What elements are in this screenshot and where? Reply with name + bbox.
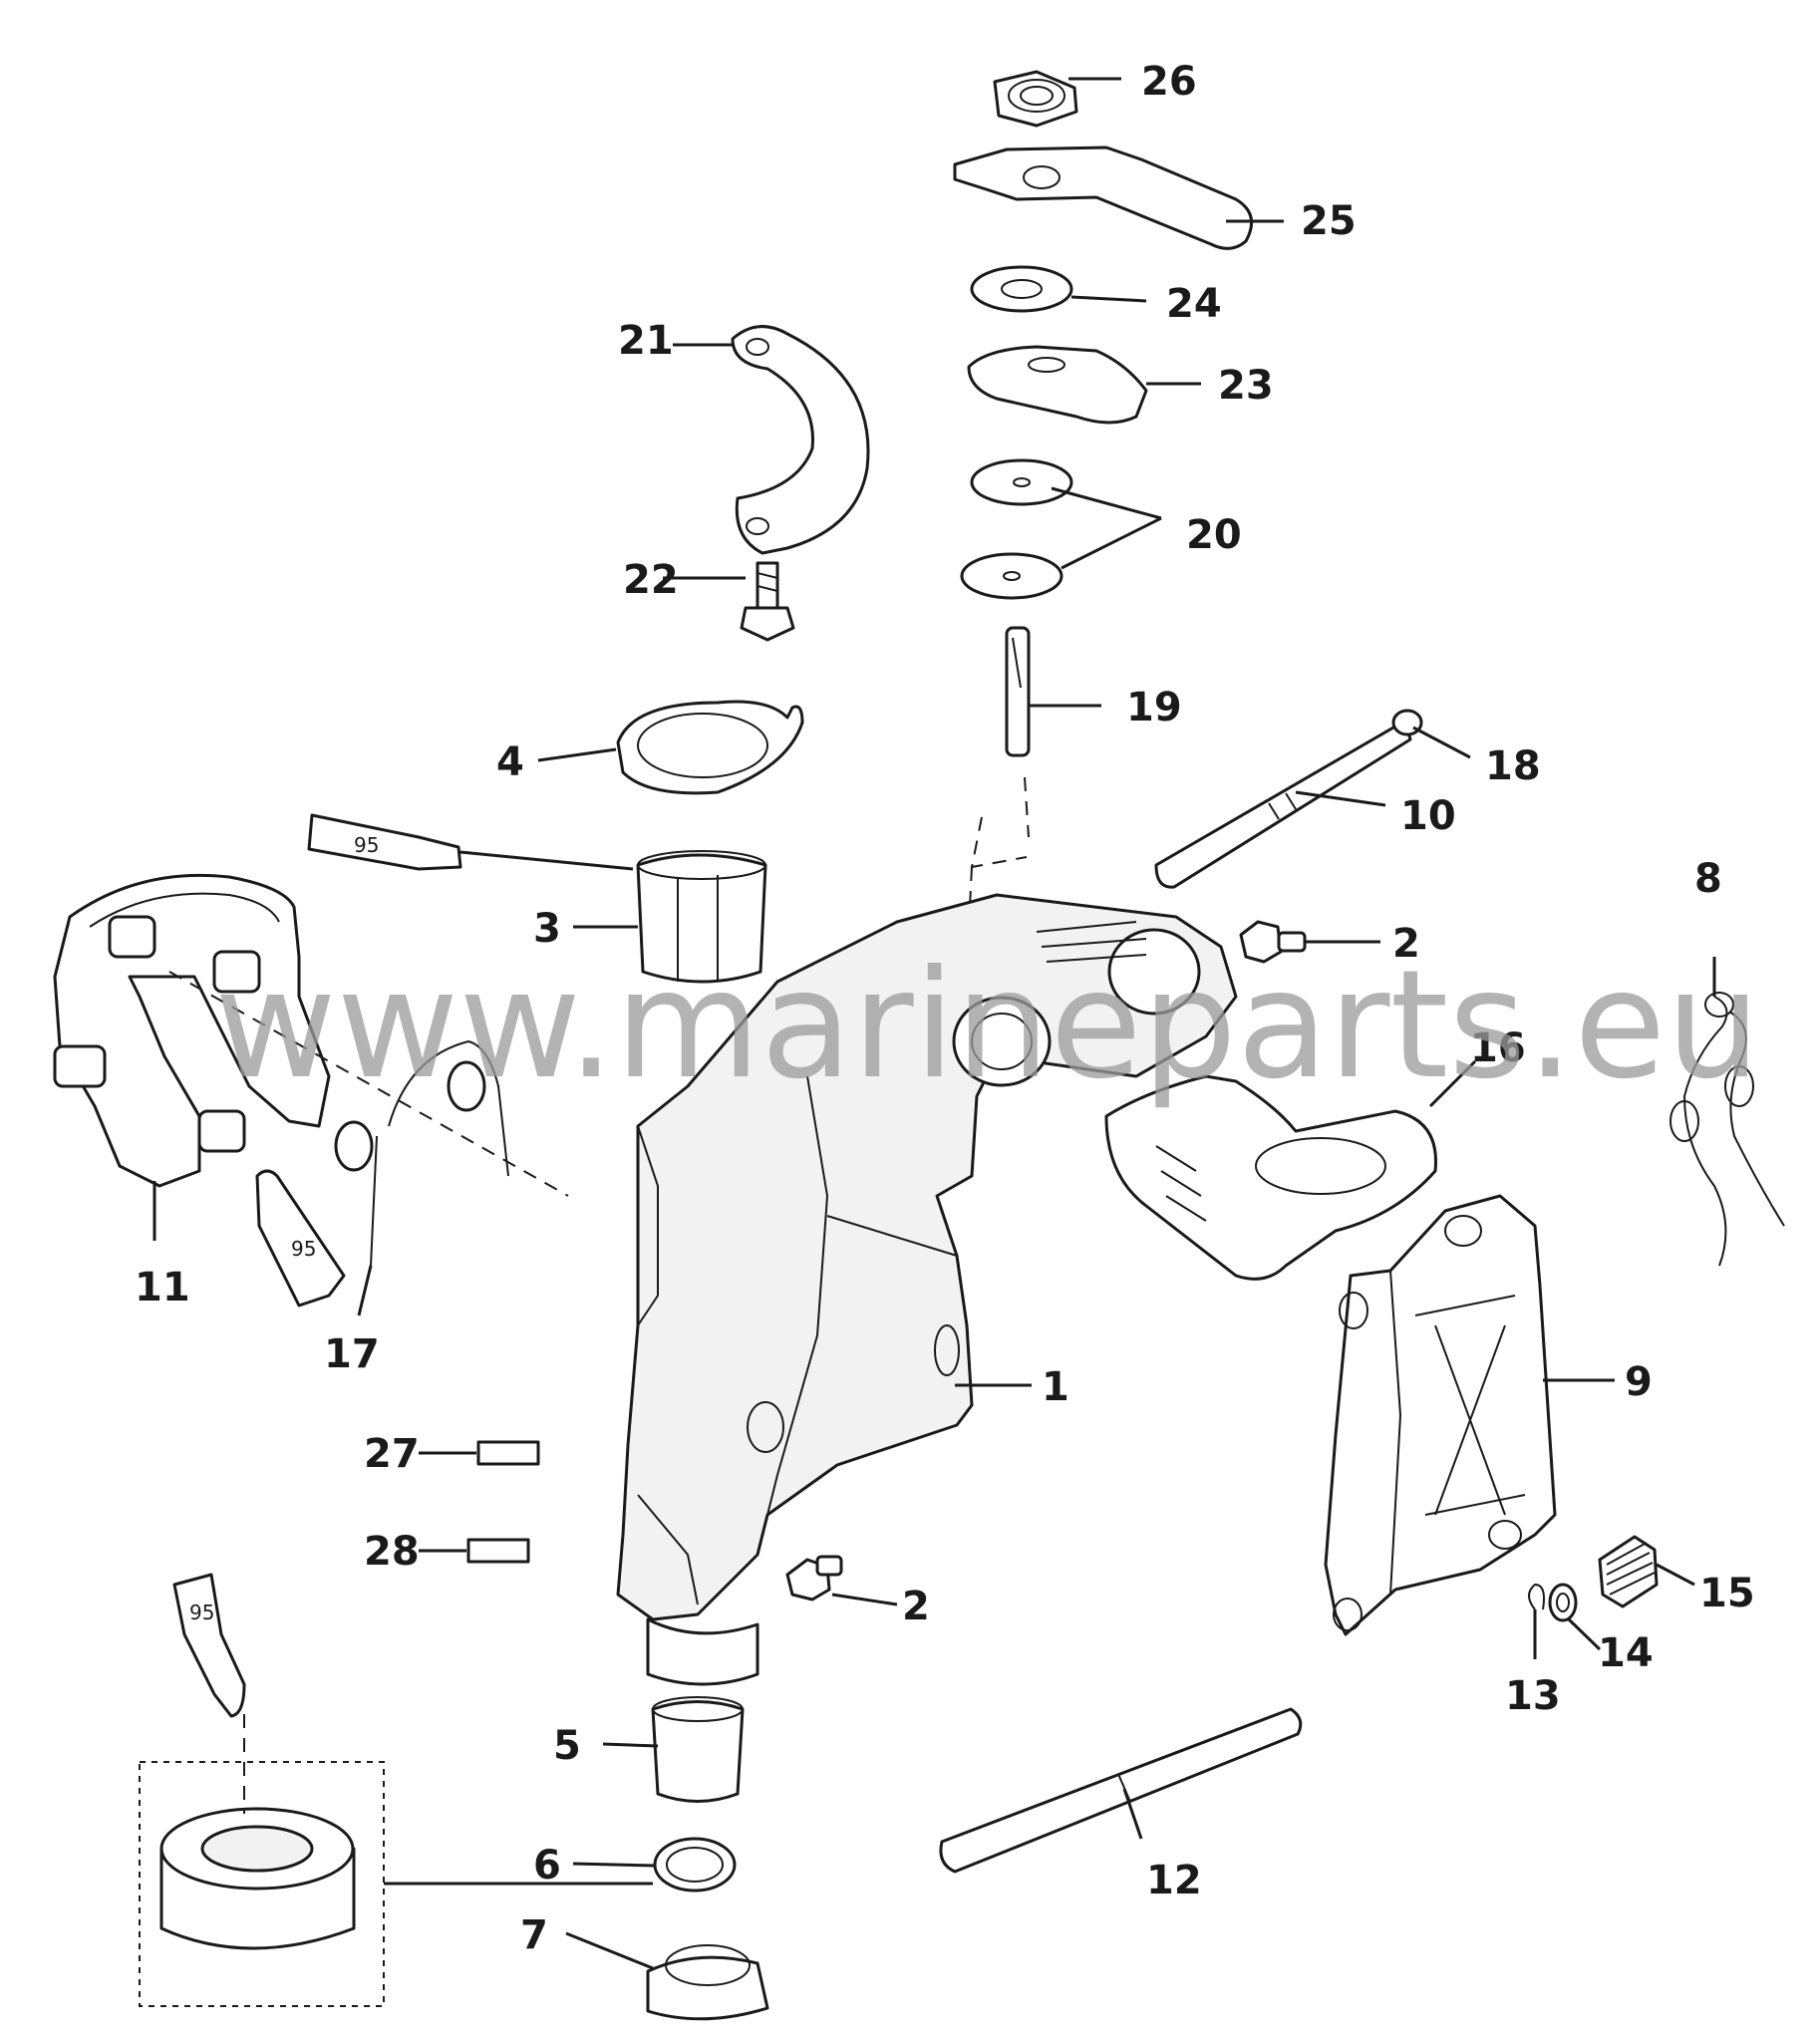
lubricant-tube-95-left: 95	[255, 1169, 346, 1308]
seal-detail-box	[139, 1714, 385, 2007]
callout-2-lower: 2	[902, 1584, 930, 1629]
part-5-bushing	[651, 1696, 745, 1803]
callout-11: 11	[135, 1265, 190, 1311]
part-15-spring	[1598, 1535, 1659, 1608]
part-20-washers	[960, 458, 1073, 600]
callout-7: 7	[520, 1912, 548, 1958]
part-25-lever	[953, 146, 1254, 250]
lubricant-tube-95-top: 95	[307, 813, 462, 871]
callout-8: 8	[1694, 856, 1722, 902]
part-21-bracket	[731, 325, 870, 555]
part-23-plate	[967, 345, 1148, 425]
watermark-text: www.marineparts.eu	[214, 939, 1761, 1112]
svg-text:95: 95	[291, 1237, 316, 1261]
callout-25: 25	[1301, 198, 1357, 244]
callout-labels: 26 25 24 23 20 21 22 19 18 10 4 3 2 8 16…	[135, 59, 1755, 1958]
part-1-swivel-bracket	[616, 893, 1238, 1686]
callout-14: 14	[1598, 1630, 1654, 1676]
callout-22: 22	[623, 557, 679, 603]
part-28-block	[466, 1538, 530, 1564]
callout-17: 17	[324, 1331, 380, 1377]
part-26-nut	[993, 70, 1078, 128]
part-19-pin	[1005, 626, 1031, 757]
callout-12: 12	[1146, 1858, 1202, 1903]
part-7-seal	[646, 1944, 769, 2021]
part-2-grease-fitting-lower	[785, 1555, 843, 1602]
callout-16: 16	[1470, 1025, 1526, 1071]
lubricant-tube-95-bottom: 95	[172, 1573, 246, 1718]
part-6-washer	[653, 1837, 737, 1893]
part-12-rod	[939, 1707, 1303, 1874]
part-22-bolt	[740, 561, 795, 642]
part-9-clamp-bracket	[1324, 1194, 1557, 1636]
callout-24: 24	[1166, 281, 1222, 327]
callout-26: 26	[1141, 59, 1197, 105]
leader-lines	[152, 77, 1716, 1970]
part-13-clip	[1528, 1583, 1545, 1610]
svg-text:95: 95	[189, 1601, 214, 1624]
callout-5: 5	[553, 1723, 581, 1769]
svg-text:95: 95	[354, 833, 379, 857]
part-24-washer	[970, 265, 1073, 313]
callout-15: 15	[1699, 1571, 1755, 1616]
leader-tube-to-3	[459, 850, 634, 871]
callout-9: 9	[1625, 1359, 1653, 1405]
part-3-bushing	[636, 850, 767, 984]
callout-27: 27	[364, 1431, 420, 1477]
part-4-bushing-flange	[616, 700, 804, 795]
callout-19: 19	[1126, 685, 1182, 730]
part-14-washer	[1548, 1583, 1578, 1622]
part-8-spring-clip	[1669, 992, 1785, 1267]
callout-1: 1	[1042, 1364, 1069, 1410]
callout-28: 28	[364, 1529, 420, 1575]
part-11-clamp	[53, 873, 331, 1188]
callout-6: 6	[533, 1843, 561, 1889]
part-10-pin	[1154, 726, 1412, 889]
callout-4: 4	[496, 739, 524, 785]
callout-13: 13	[1505, 1673, 1561, 1719]
callout-3: 3	[533, 906, 561, 952]
callout-20: 20	[1186, 512, 1242, 558]
clamp-alignment-dashline	[168, 971, 569, 1197]
callout-21: 21	[618, 318, 674, 364]
part-17-wire-assembly	[334, 1039, 509, 1267]
part-16-cradle	[1104, 1074, 1437, 1281]
callout-2-upper: 2	[1392, 921, 1420, 967]
callout-18: 18	[1485, 743, 1541, 789]
callout-23: 23	[1218, 363, 1274, 409]
part-2-grease-fitting-upper	[1239, 920, 1307, 964]
callout-10: 10	[1400, 793, 1456, 839]
part-27-block	[476, 1440, 540, 1466]
